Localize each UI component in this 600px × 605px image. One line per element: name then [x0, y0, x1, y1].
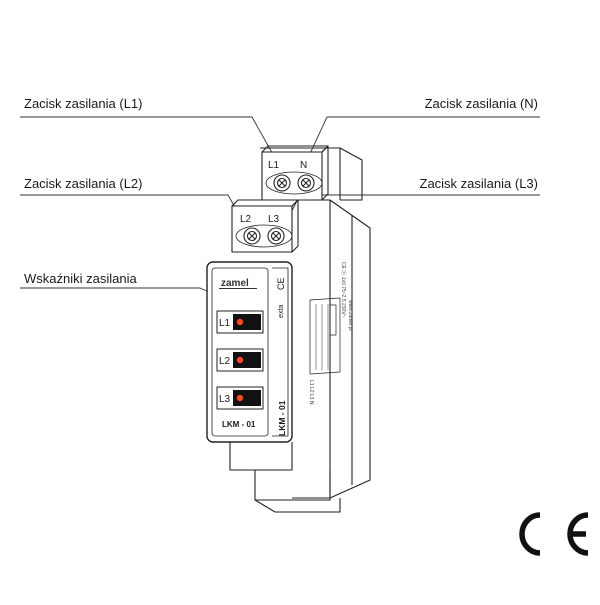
led-indicators	[216, 310, 264, 410]
led-l1-window	[216, 310, 264, 334]
led-l2-window	[216, 348, 264, 372]
brand-logo: zamel	[221, 278, 249, 289]
device-side: CE ⓧ 1x0.75~2.5 230V~ www.zamel.pl L1 L2…	[254, 147, 371, 513]
callout-power-indicators: Wskaźniki zasilania	[24, 271, 137, 286]
callout-n-terminal: Zacisk zasilania (N)	[424, 96, 538, 111]
exta-label: exta	[278, 305, 285, 318]
svg-text:L1 L2 L3 N: L1 L2 L3 N	[308, 380, 314, 405]
terminal-label-l3: L3	[268, 214, 280, 225]
led-label-l1: L1	[219, 318, 231, 329]
ce-small-mark: CE	[276, 277, 286, 290]
terminal-label-l2: L2	[240, 214, 252, 225]
led-label-l2: L2	[219, 356, 231, 367]
svg-text:CE ⓧ 1x0.75~2.5 230V~: CE ⓧ 1x0.75~2.5 230V~	[340, 262, 347, 318]
terminal-block-bottom	[231, 199, 299, 253]
callout-l1-terminal: Zacisk zasilania (L1)	[24, 96, 143, 111]
terminal-label-l1: L1	[268, 160, 280, 171]
callout-l2-terminal: Zacisk zasilania (L2)	[24, 176, 143, 191]
ce-mark-icon	[519, 512, 589, 556]
terminal-label-n: N	[300, 160, 307, 171]
terminal-block-top	[261, 145, 329, 201]
callout-l3-terminal: Zacisk zasilania (L3)	[419, 176, 539, 191]
svg-text:www.zamel.pl: www.zamel.pl	[347, 300, 353, 331]
led-label-l3: L3	[219, 394, 231, 405]
model-label-front: LKM - 01	[222, 420, 256, 429]
model-label-side: LKM - 01	[277, 400, 287, 436]
led-l3-window	[216, 386, 264, 410]
